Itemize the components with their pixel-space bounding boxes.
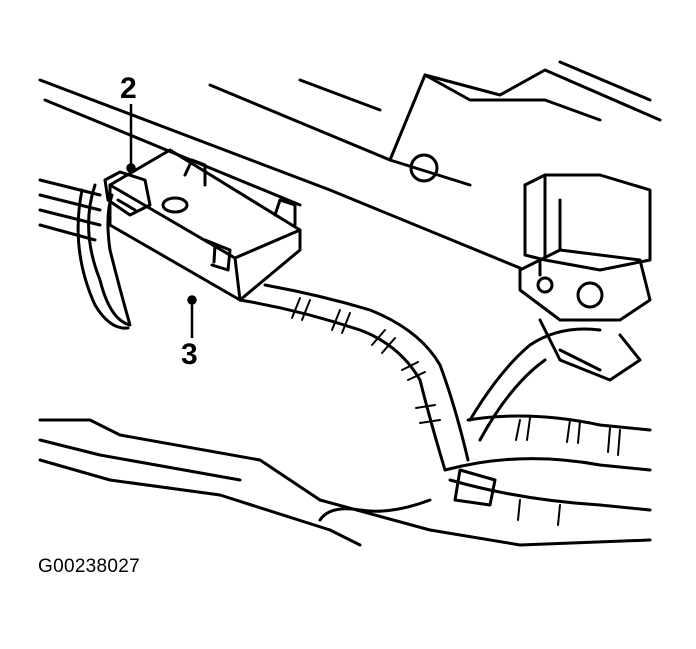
floor-pan-lower xyxy=(38,418,652,547)
callout-label-2: 2 xyxy=(120,72,137,105)
left-brackets xyxy=(38,178,102,242)
frame-rail-upper xyxy=(38,60,662,270)
callout-label-3: 3 xyxy=(181,338,198,371)
sensor-module xyxy=(108,148,302,302)
figure-id: G00238027 xyxy=(38,556,141,577)
wire-harness xyxy=(238,283,652,522)
actuator-assembly xyxy=(518,173,652,382)
callout-leaders xyxy=(126,104,197,338)
harness-tape-stripes xyxy=(291,297,621,526)
connector-pigtail xyxy=(76,170,152,330)
